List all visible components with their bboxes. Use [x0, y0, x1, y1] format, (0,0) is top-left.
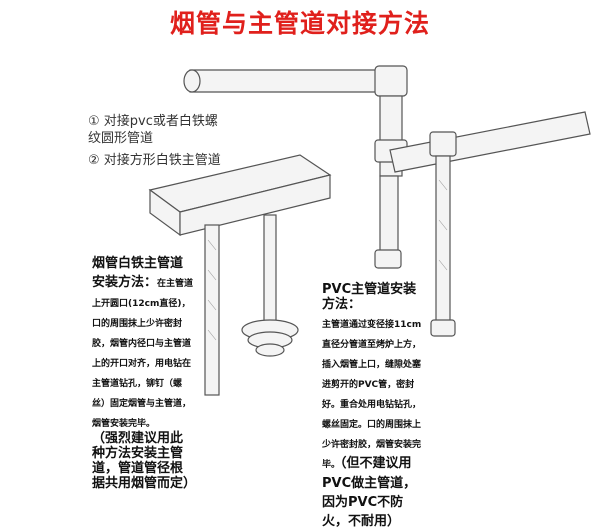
option-2: ② 对接方形白铁主管道 — [88, 152, 268, 169]
square-duct-side-face — [179, 174, 331, 236]
note-pvc-install: PVC主管道安装方法： 主管道通过变径接11cm直径分管道至烤炉上方，插入烟管上… — [322, 282, 426, 529]
middle-smoke-pipe — [263, 214, 277, 326]
note-body: 在主管道上开圆口(12cm直径)，口的周围抹上少许密封胶，烟管内径口与主管道上的… — [92, 279, 194, 429]
note-tip: （强烈建议用此种方法安装主管道，管道管径根据共用烟管而定） — [92, 431, 197, 491]
pvc-smoke-pipe — [379, 175, 399, 257]
left-smoke-pipe — [204, 224, 220, 396]
pipe-shading-marks — [438, 179, 448, 271]
round-main-pipe-right — [389, 111, 591, 173]
option-text: 对接pvc或者白铁螺纹圆形管道 — [88, 114, 218, 146]
pipe-coupling — [430, 319, 456, 337]
option-number: ② — [88, 153, 100, 168]
note-body: 主管道通过变径接11cm直径分管道至烤炉上方，插入烟管上口，缝隙处塞进剪开的PV… — [322, 320, 422, 470]
pipe-elbow-fitting — [374, 65, 408, 97]
note-heading: PVC主管道安装方法： — [322, 282, 417, 312]
page-title: 烟管与主管道对接方法 — [169, 9, 430, 38]
option-text: 对接方形白铁主管道 — [103, 153, 221, 168]
flared-pipe-fitting — [255, 343, 285, 357]
pipe-sketch-illustration — [148, 65, 591, 396]
pipe-coupling — [374, 249, 402, 269]
pipe-shading-marks — [207, 239, 217, 341]
note-square-duct-install: 烟管白铁主管道安装方法：在主管道上开圆口(12cm直径)，口的周围抹上少许密封胶… — [92, 252, 197, 491]
pipe-opening — [183, 69, 201, 93]
note-heading: 烟管白铁主管道安装方法： — [92, 256, 184, 290]
option-number: ① — [88, 114, 100, 129]
pipe-tee-fitting — [429, 131, 457, 157]
option-1: ① 对接pvc或者白铁螺纹圆形管道 — [88, 113, 228, 147]
pvc-smoke-pipe — [435, 155, 451, 327]
round-main-pipe-top — [189, 69, 381, 93]
